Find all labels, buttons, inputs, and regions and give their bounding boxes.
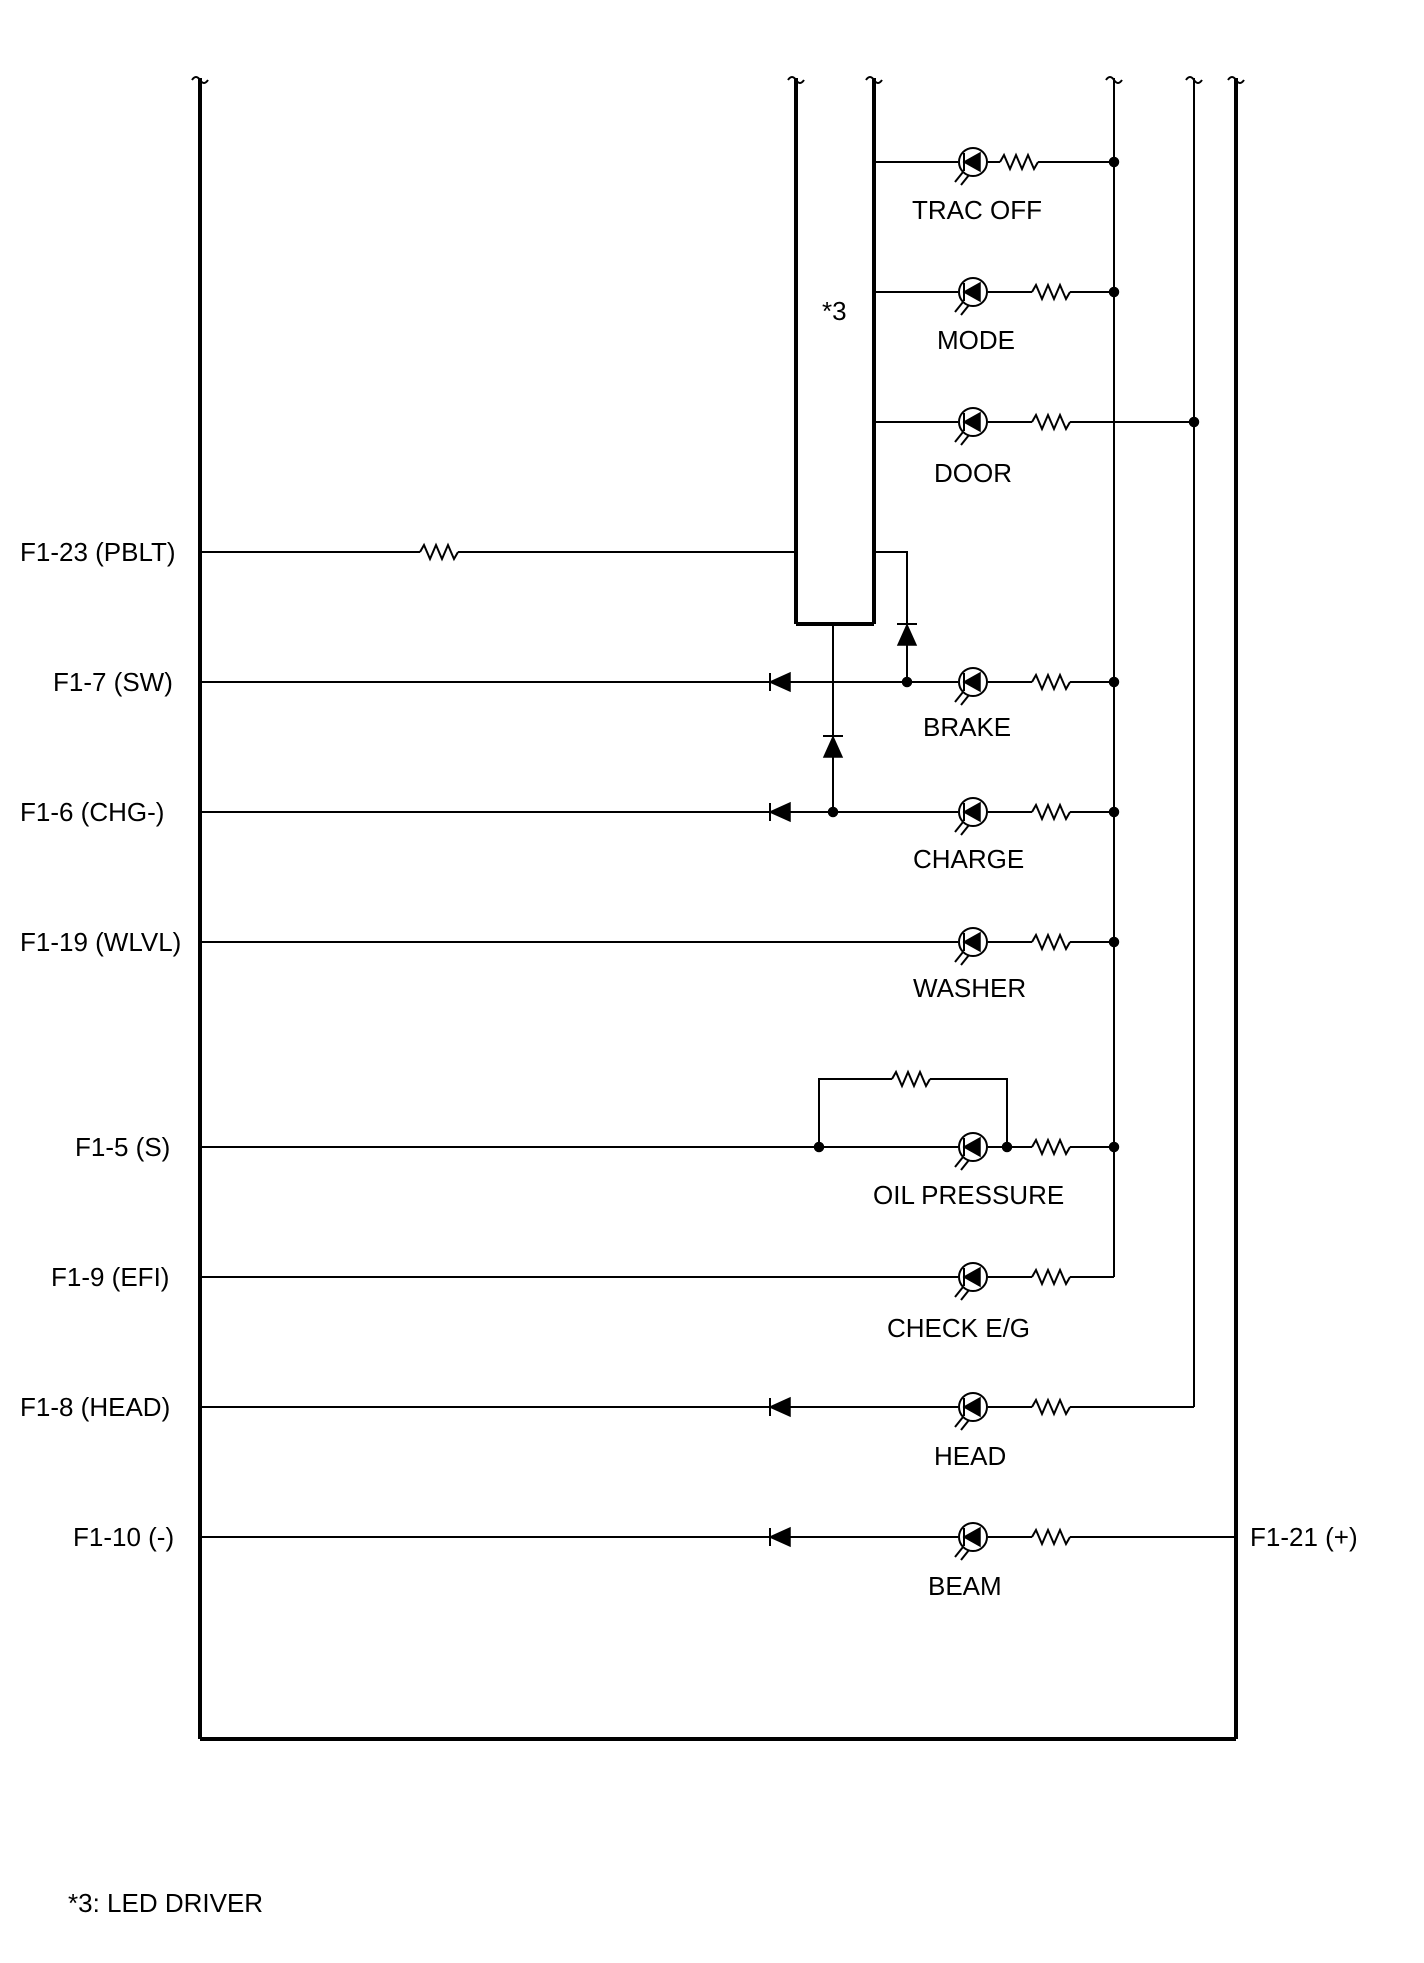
led-icon	[954, 1262, 988, 1301]
indicator-label: CHECK E/G	[887, 1313, 1030, 1343]
left-pin-labels: F1-23 (PBLT) F1-7 (SW) F1-6 (CHG-) F1-19…	[20, 537, 181, 1552]
pin-label: F1-7 (SW)	[53, 667, 173, 697]
pin-label: F1-8 (HEAD)	[20, 1392, 170, 1422]
led-driver-block: *3	[794, 78, 876, 626]
diode-icon	[768, 671, 791, 693]
indicator-label: HEAD	[934, 1441, 1006, 1471]
indicator-label: DOOR	[934, 458, 1012, 488]
frame	[191, 76, 1245, 1741]
buses	[1108, 78, 1200, 1407]
pin-label: F1-10 (-)	[73, 1522, 174, 1552]
diode-icon	[768, 1396, 791, 1418]
indicator-label: WASHER	[913, 973, 1026, 1003]
indicator-label: BEAM	[928, 1571, 1002, 1601]
led-icon	[954, 797, 988, 836]
indicator-check-eg: CHECK E/G	[200, 1262, 1114, 1343]
indicator-label: BRAKE	[923, 712, 1011, 742]
indicator-mode: MODE	[874, 277, 1114, 355]
indicator-charge: CHARGE	[200, 797, 1114, 874]
pin-label: F1-9 (EFI)	[51, 1262, 169, 1292]
indicator-oil-pressure: OIL PRESSURE	[200, 1069, 1114, 1210]
indicator-brake: BRAKE	[200, 667, 1114, 742]
indicator-label: CHARGE	[913, 844, 1024, 874]
wire-driver-chg	[822, 624, 844, 818]
diode-icon	[768, 801, 791, 823]
led-icon	[954, 407, 988, 446]
pin-label: F1-19 (WLVL)	[20, 927, 181, 957]
wire-pblt	[200, 542, 918, 688]
indicator-washer: WASHER	[200, 927, 1114, 1003]
led-icon	[954, 1522, 988, 1561]
led-icon	[954, 277, 988, 316]
led-icon	[954, 147, 988, 186]
diode-icon	[768, 1526, 791, 1548]
indicator-label: OIL PRESSURE	[873, 1180, 1064, 1210]
driver-block-label: *3	[822, 296, 847, 326]
led-icon	[954, 667, 988, 706]
footnote: *3: LED DRIVER	[68, 1888, 263, 1918]
led-icon	[954, 1392, 988, 1431]
indicator-trac-off: TRAC OFF	[874, 147, 1114, 225]
indicator-door: DOOR	[874, 407, 1194, 488]
indicator-head: HEAD	[200, 1392, 1194, 1471]
pin-label: F1-6 (CHG-)	[20, 797, 164, 827]
indicator-beam: BEAM	[200, 1522, 1236, 1601]
pin-label: F1-23 (PBLT)	[20, 537, 176, 567]
pin-label: F1-5 (S)	[75, 1132, 170, 1162]
diode-icon	[822, 735, 844, 758]
pin-label-right: F1-21 (+)	[1250, 1522, 1358, 1552]
indicator-label: MODE	[937, 325, 1015, 355]
led-icon	[954, 1132, 988, 1171]
led-icon	[954, 927, 988, 966]
diode-icon	[896, 623, 918, 646]
indicator-label: TRAC OFF	[912, 195, 1042, 225]
